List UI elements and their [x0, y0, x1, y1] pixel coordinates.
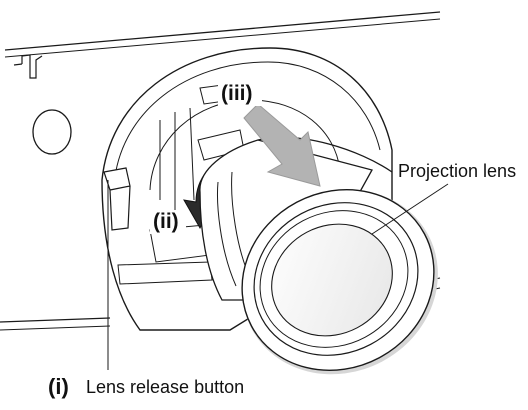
step-iii-label: (iii): [221, 82, 253, 105]
projector-bottom-edge-inner: [0, 325, 111, 331]
projector-top-edge-inner: [4, 18, 441, 58]
projection-lens-leader: [371, 183, 449, 235]
lens-glass: [271, 223, 393, 337]
pull-out-arrow: [243, 103, 321, 187]
lens-release-button-label: Lens release button: [86, 377, 245, 397]
projector-top-edge: [4, 11, 441, 51]
sensor-circle: [32, 109, 72, 155]
projection-lens-label: Projection lens: [398, 161, 516, 181]
lens-mount-rim: [113, 61, 381, 186]
lens-release-caption: (i) Lens release button: [0, 370, 528, 410]
housing-clip: [13, 54, 43, 79]
step-iii-label-bg: [218, 82, 262, 106]
projector-bottom-edge: [0, 317, 111, 323]
lens-front-ring-inner: [259, 210, 409, 348]
step-ii-label-bg: [150, 210, 186, 234]
step-ii-label: (ii): [153, 210, 179, 233]
projection-lens[interactable]: [199, 136, 471, 408]
step-i-label: (i): [48, 374, 69, 399]
